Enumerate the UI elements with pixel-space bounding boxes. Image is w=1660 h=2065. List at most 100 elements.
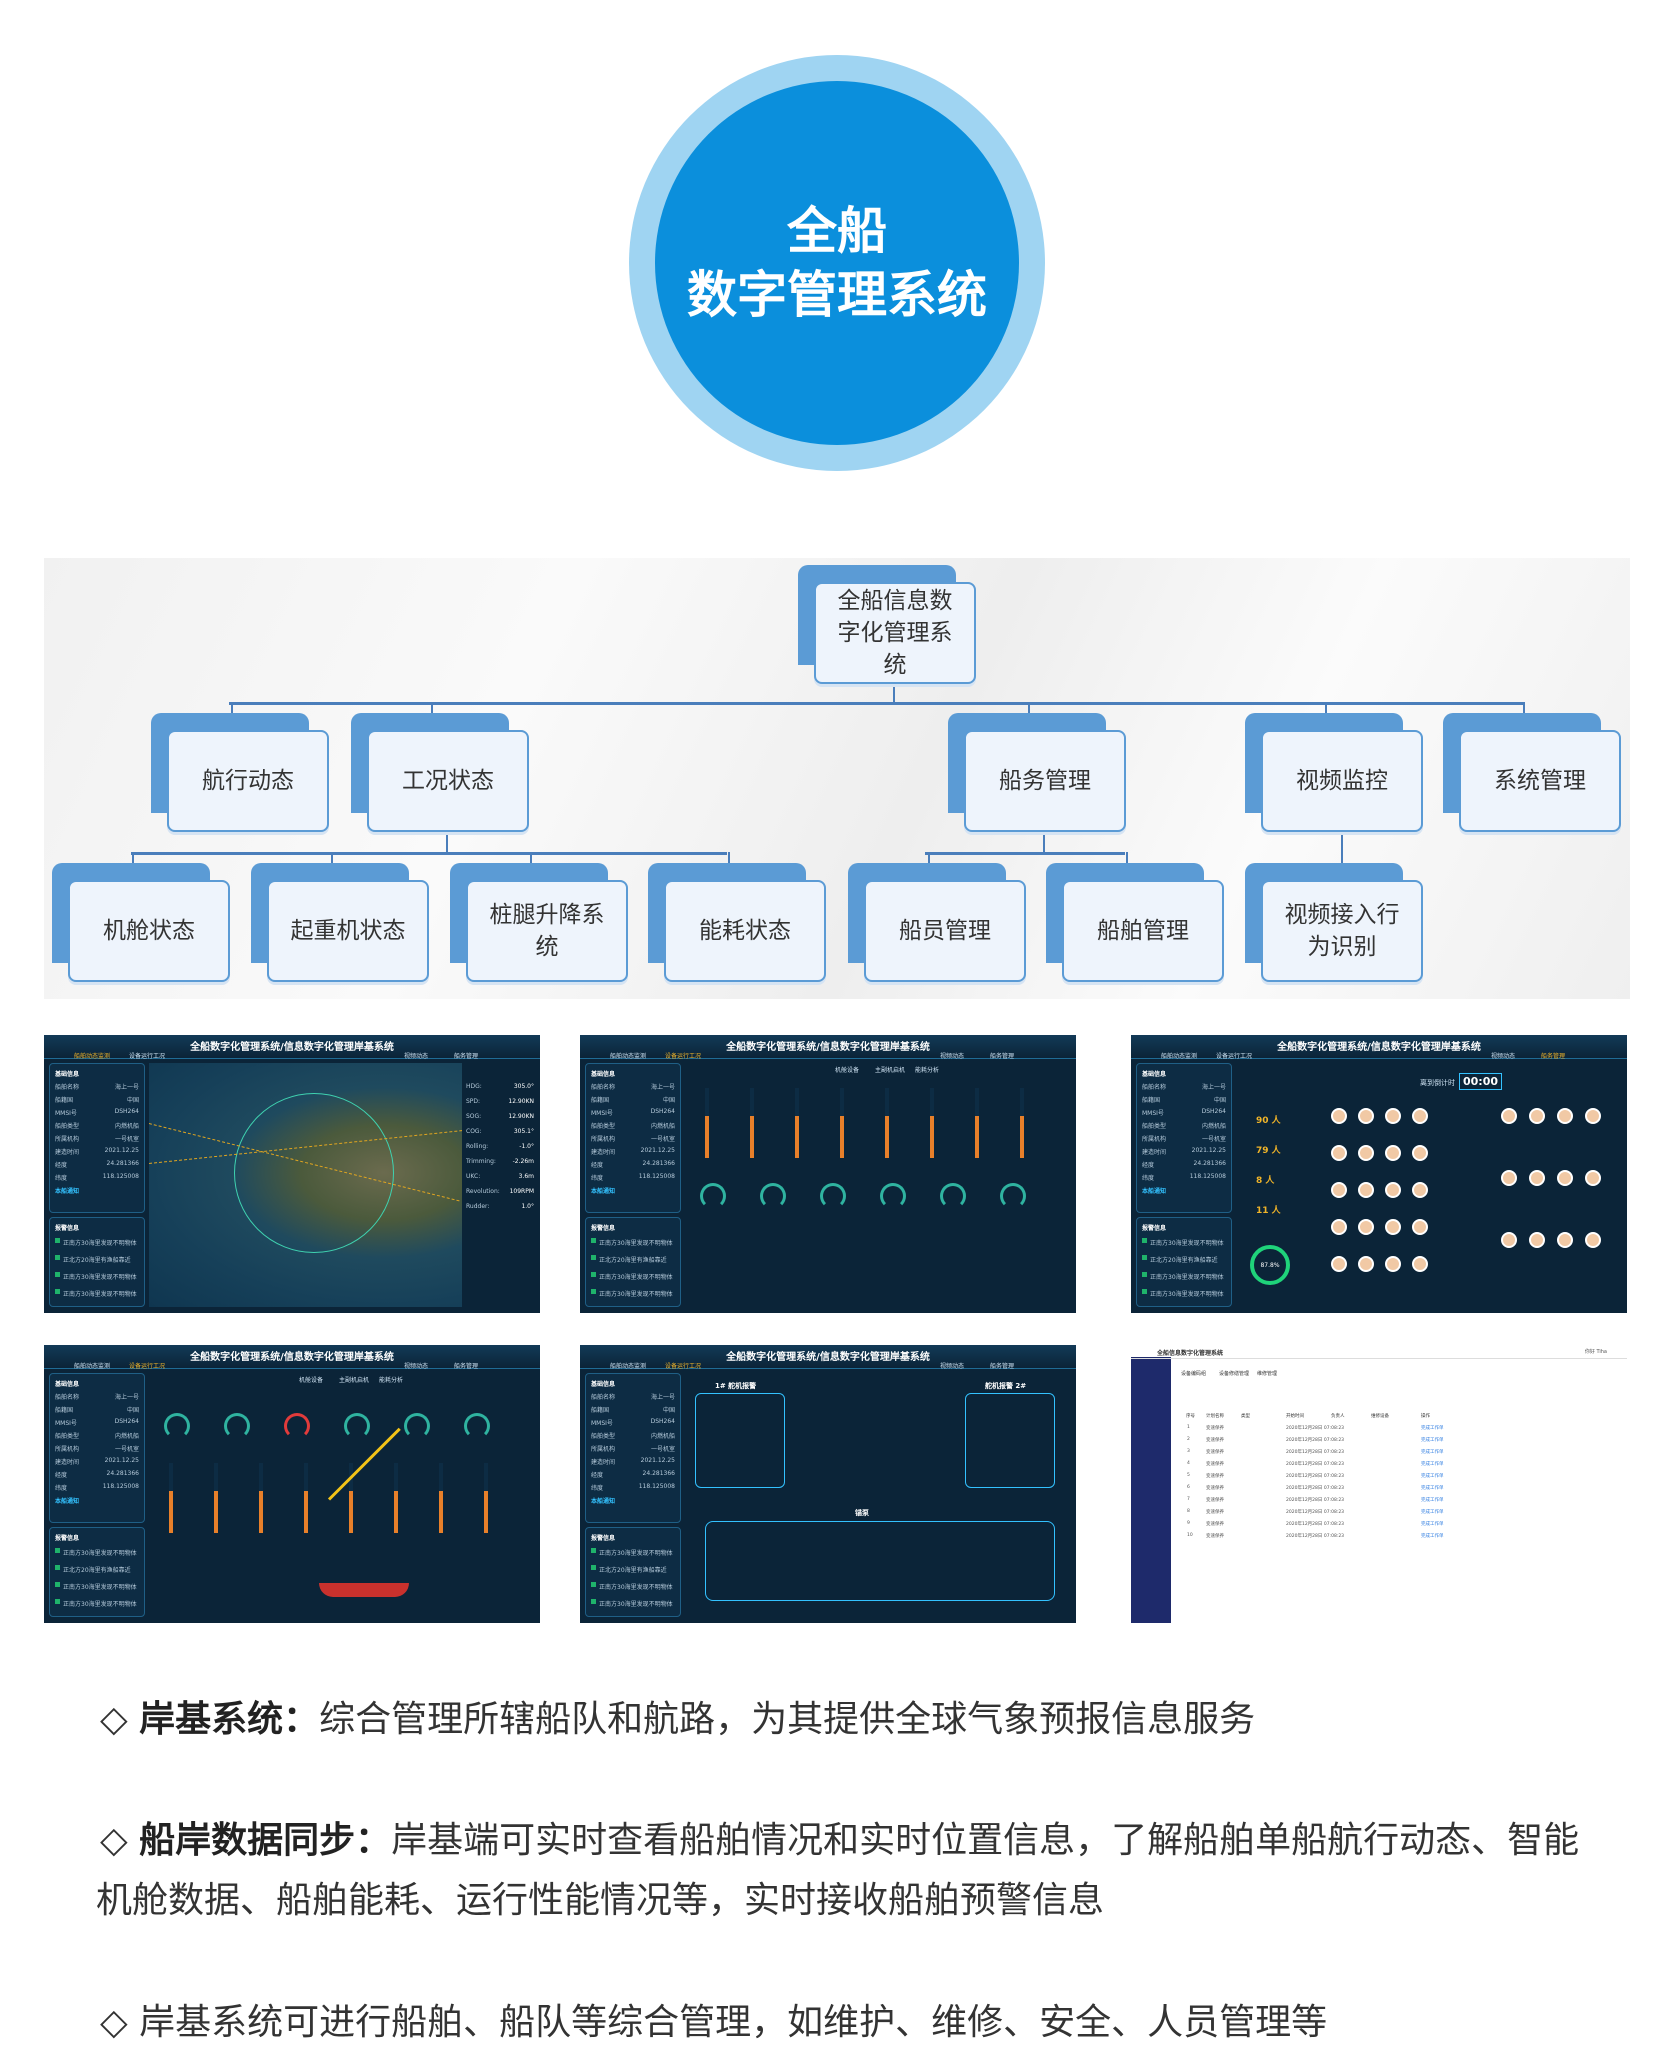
- alarm-text: 正南方30海里发现不明物体: [63, 1291, 137, 1298]
- nav-tab[interactable]: 船务管理: [454, 1363, 479, 1370]
- bullet-text: 岸基系统可进行船舶、船队等综合管理，如维护、维修、安全、人员管理等: [139, 2002, 1328, 2043]
- info-row: 船舶名称海上一号: [50, 1080, 144, 1093]
- admin-tab[interactable]: 设备修缮管理: [1219, 1371, 1250, 1377]
- nav-tab[interactable]: 船务管理: [990, 1053, 1015, 1060]
- diamond-icon: ◇: [100, 2002, 128, 2043]
- row-action[interactable]: 完成工作单: [1421, 1534, 1444, 1539]
- nav-tab[interactable]: 视频动态: [940, 1363, 965, 1370]
- sub-tab[interactable]: 主副机启机: [339, 1377, 370, 1384]
- info-value: 一号机室: [114, 1136, 139, 1143]
- alarm-icon: [55, 1255, 60, 1260]
- row-index: 8: [1187, 1509, 1190, 1514]
- alarm-panel: 报警信息正南方30海里发现不明物体正北方20海里有渔船靠近正南方30海里发现不明…: [49, 1217, 145, 1307]
- crew-avatar: [1412, 1145, 1428, 1161]
- sub-tab[interactable]: 主副机启机: [875, 1067, 906, 1074]
- row-action[interactable]: 完成工作单: [1421, 1486, 1444, 1491]
- dashboard-header: 全船数字化管理系统/信息数字化管理岸基系统船舶动态监测设备运行工况视频动态船务管…: [44, 1345, 540, 1370]
- org-node-4[interactable]: 视频监控: [1261, 730, 1423, 832]
- sub-tab[interactable]: 能耗分析: [379, 1377, 404, 1384]
- connector-line: [1325, 702, 1327, 714]
- nav-tab[interactable]: 船务管理: [990, 1363, 1015, 1370]
- row-time: 2020年12月28日 07:08:23: [1286, 1498, 1345, 1503]
- crew-avatar: [1385, 1182, 1401, 1198]
- org-node-sub-7-label: 视频接入行为识别: [1284, 902, 1400, 960]
- sub-tab[interactable]: 机舱设备: [299, 1377, 324, 1384]
- countdown-value: 00:00: [1458, 1073, 1502, 1090]
- row-action[interactable]: 完成工作单: [1421, 1522, 1444, 1527]
- org-node-1[interactable]: 航行动态: [167, 730, 329, 832]
- org-node-3[interactable]: 船务管理: [964, 730, 1126, 832]
- info-row: 船籍国中国: [50, 1403, 144, 1416]
- nav-tab[interactable]: 船舶动态监测: [610, 1363, 647, 1370]
- dashboard-title: 全船数字化管理系统/信息数字化管理岸基系统: [726, 1352, 930, 1363]
- table-header: 开始时间: [1286, 1414, 1304, 1419]
- nav-tab[interactable]: 船务管理: [1541, 1053, 1566, 1060]
- nav-data-label: Revolution:: [466, 1188, 500, 1195]
- row-action[interactable]: 完成工作单: [1421, 1474, 1444, 1479]
- org-node-2[interactable]: 工况状态: [367, 730, 529, 832]
- org-node-sub-6[interactable]: 船舶管理: [1062, 880, 1224, 982]
- nav-data-row: Trimming:-2.26m: [464, 1154, 536, 1169]
- nav-tab[interactable]: 船舶动态监测: [74, 1363, 111, 1370]
- crew-avatar: [1412, 1219, 1428, 1235]
- info-row: 船舶类型内燃机船: [50, 1119, 144, 1132]
- org-node-sub-1[interactable]: 机舱状态: [68, 880, 230, 982]
- nav-tab[interactable]: 设备运行工况: [1216, 1053, 1253, 1060]
- nav-tab[interactable]: 船务管理: [454, 1053, 479, 1060]
- crew-avatar: [1385, 1145, 1401, 1161]
- alarm-item: 正南方30海里发现不明物体: [1137, 1285, 1231, 1302]
- row-name: 变速保养: [1206, 1450, 1224, 1455]
- panel-title: 报警信息: [55, 1535, 80, 1542]
- level-bar: [885, 1088, 889, 1158]
- info-row: 船舶名称海上一号: [586, 1080, 680, 1093]
- org-node-sub-7[interactable]: 视频接入行为识别: [1261, 880, 1423, 982]
- row-action[interactable]: 完成工作单: [1421, 1462, 1444, 1467]
- alarm-text: 正北方20海里有渔船靠近: [599, 1257, 667, 1264]
- admin-tab[interactable]: 维修管理: [1257, 1371, 1278, 1377]
- info-value: 一号机室: [650, 1446, 675, 1453]
- nav-tab[interactable]: 船舶动态监测: [610, 1053, 647, 1060]
- nav-tab[interactable]: 设备运行工况: [665, 1053, 702, 1060]
- info-value: 118.125008: [102, 1483, 139, 1490]
- row-action[interactable]: 完成工作单: [1421, 1426, 1444, 1431]
- sub-tab[interactable]: 机舱设备: [835, 1067, 860, 1074]
- nav-tab[interactable]: 视频动态: [404, 1363, 429, 1370]
- info-label: MMSI号: [55, 1420, 77, 1427]
- nav-tab[interactable]: 设备运行工况: [665, 1363, 702, 1370]
- info-label: 纬度: [591, 1175, 604, 1182]
- org-node-sub-2[interactable]: 起重机状态: [267, 880, 429, 982]
- dashboard-thumbnail-2: 全船数字化管理系统/信息数字化管理岸基系统船舶动态监测设备运行工况视频动态船务管…: [580, 1035, 1076, 1313]
- org-node-sub-4-label: 能耗状态: [699, 918, 791, 944]
- row-action[interactable]: 完成工作单: [1421, 1498, 1444, 1503]
- nav-tab[interactable]: 设备运行工况: [129, 1363, 166, 1370]
- nav-tab[interactable]: 视频动态: [404, 1053, 429, 1060]
- nav-data-row: Revolution:109RPM: [464, 1184, 536, 1199]
- nav-tab[interactable]: 船舶动态监测: [1161, 1053, 1198, 1060]
- nav-tab[interactable]: 设备运行工况: [129, 1053, 166, 1060]
- gauge-dial: [404, 1413, 430, 1439]
- info-label: MMSI号: [591, 1420, 613, 1427]
- org-node-sub-4[interactable]: 能耗状态: [664, 880, 826, 982]
- sub-tab[interactable]: 能耗分析: [915, 1067, 940, 1074]
- row-action[interactable]: 完成工作单: [1421, 1510, 1444, 1515]
- nav-data-label: SOG:: [466, 1113, 482, 1120]
- alarm-item: 正南方30海里发现不明物体: [1137, 1268, 1231, 1285]
- section-label: 1# 舵机报警: [715, 1382, 757, 1390]
- admin-tab[interactable]: 设备编码组: [1181, 1371, 1207, 1377]
- gauge-dial: [1000, 1183, 1026, 1209]
- row-action[interactable]: 完成工作单: [1421, 1438, 1444, 1443]
- info-label: 所属机构: [591, 1446, 616, 1453]
- nav-tab[interactable]: 视频动态: [940, 1053, 965, 1060]
- org-node-sub-3[interactable]: 桩腿升降系统: [466, 880, 628, 982]
- org-node-5[interactable]: 系统管理: [1459, 730, 1621, 832]
- nav-tab[interactable]: 船舶动态监测: [74, 1053, 111, 1060]
- nav-tab[interactable]: 视频动态: [1491, 1053, 1516, 1060]
- connector-line: [925, 852, 1125, 855]
- nav-data-label: UKC:: [466, 1173, 481, 1180]
- org-node-sub-5[interactable]: 船员管理: [864, 880, 1026, 982]
- alarm-item: 正北方20海里有渔船靠近: [50, 1251, 144, 1268]
- dashboard-thumbnail-5: 全船数字化管理系统/信息数字化管理岸基系统船舶动态监测 设备运行工况 视频动态 船务管…: [580, 1345, 1076, 1623]
- org-node-root[interactable]: 全船信息数字化管理系统: [814, 582, 976, 684]
- row-action[interactable]: 完成工作单: [1421, 1450, 1444, 1455]
